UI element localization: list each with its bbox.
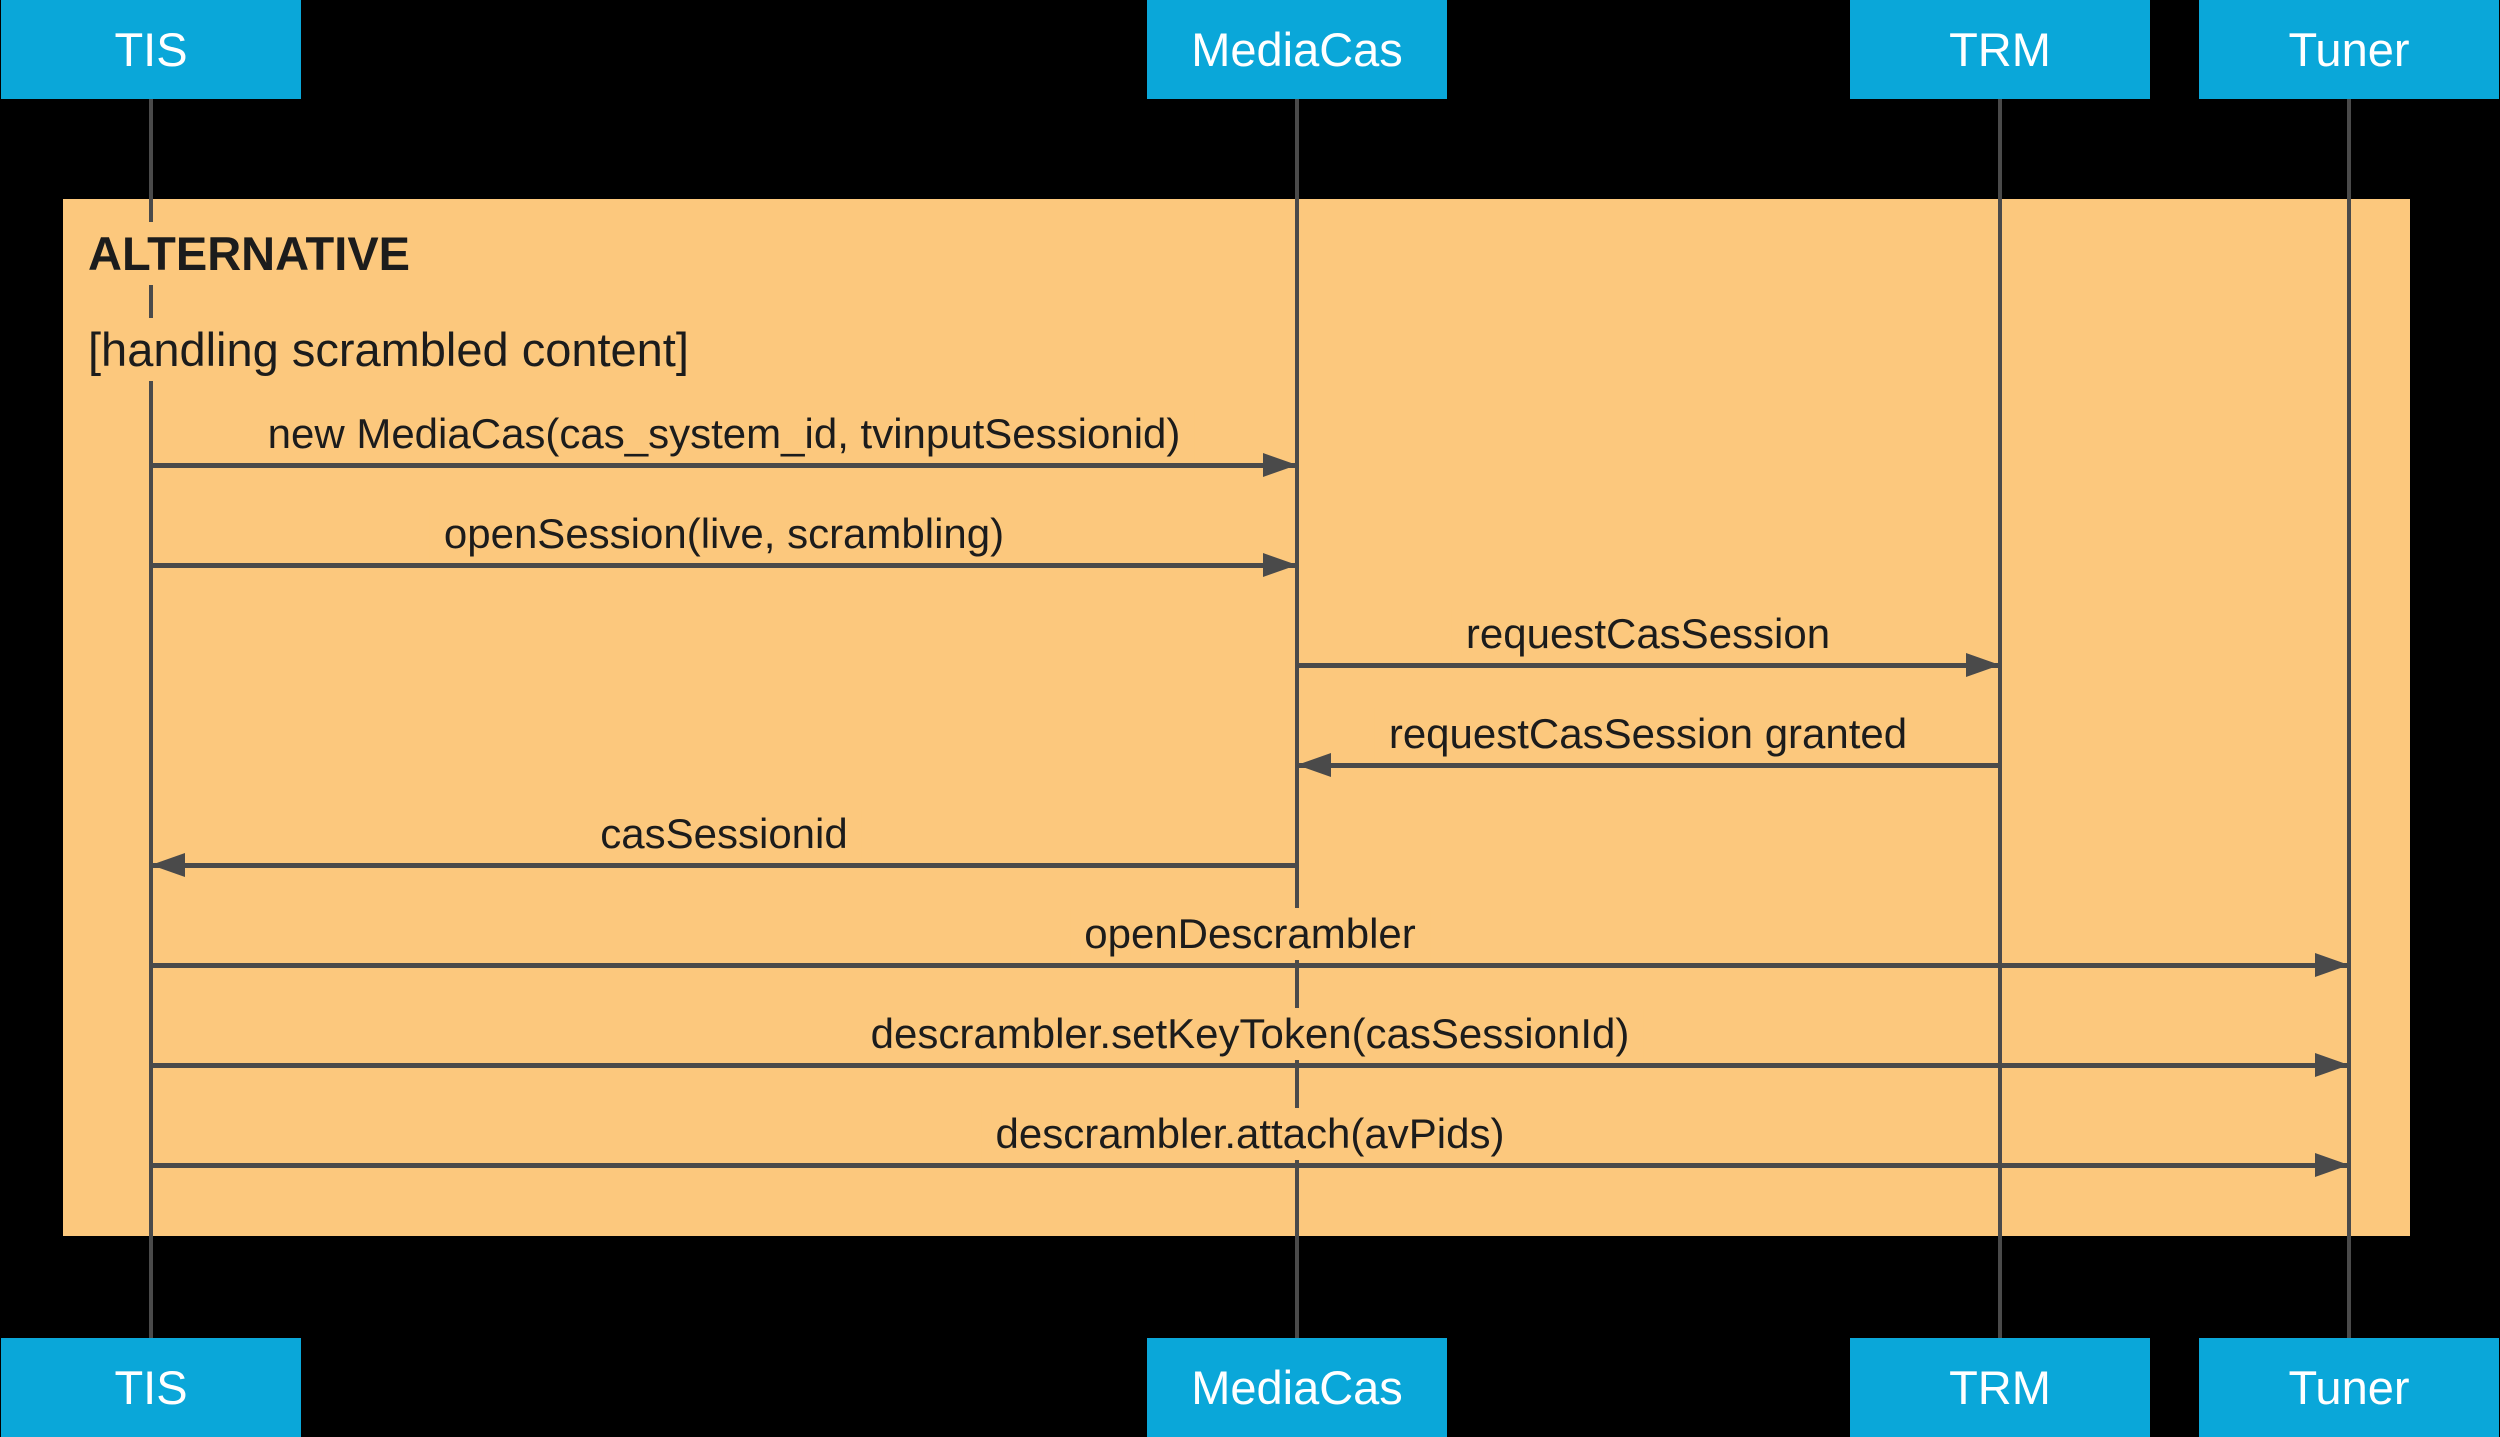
lifeline-tis: [149, 98, 153, 1338]
actor-label: MediaCas: [1191, 1361, 1403, 1414]
actor-box-trm-top: TRM: [1850, 0, 2150, 99]
actor-label: TRM: [1949, 23, 2051, 76]
actor-label: MediaCas: [1191, 23, 1403, 76]
alt-fragment-condition: [handling scrambled content]: [88, 318, 709, 381]
arrowhead-right-icon: [2315, 1053, 2349, 1077]
message-label: requestCasSession granted: [1374, 708, 1922, 760]
message-label: new MediaCas(cas_system_id, tvinputSessi…: [253, 408, 1195, 460]
message-label: requestCasSession: [1451, 608, 1845, 660]
alt-fragment-title: ALTERNATIVE: [88, 222, 431, 285]
message-arrow-line: [151, 1063, 2349, 1068]
arrowhead-right-icon: [2315, 1153, 2349, 1177]
message-label: descrambler.setKeyToken(casSessionId): [856, 1008, 1644, 1060]
message-arrow-line: [151, 563, 1297, 568]
arrowhead-left-icon: [1297, 753, 1331, 777]
lifeline-trm: [1998, 98, 2002, 1338]
message-label: casSessionid: [586, 808, 862, 860]
message-arrow-line: [1297, 763, 2000, 768]
arrowhead-left-icon: [151, 853, 185, 877]
actor-box-tuner-top: Tuner: [2199, 0, 2499, 99]
actor-box-trm-bottom: TRM: [1850, 1338, 2150, 1437]
message-arrow-line: [151, 463, 1297, 468]
arrowhead-right-icon: [1966, 653, 2000, 677]
lifeline-tuner: [2347, 98, 2351, 1338]
message-arrow-line: [151, 863, 1297, 868]
arrowhead-right-icon: [1263, 553, 1297, 577]
message-label: openDescrambler: [1070, 908, 1430, 960]
message-label: openSession(live, scrambling): [429, 508, 1019, 560]
actor-box-mediacas-bottom: MediaCas: [1147, 1338, 1447, 1437]
actor-box-tis-top: TIS: [1, 0, 301, 99]
lifeline-mediacas: [1295, 98, 1299, 1338]
arrowhead-right-icon: [2315, 953, 2349, 977]
actor-label: TRM: [1949, 1361, 2051, 1414]
actor-label: Tuner: [2288, 1361, 2410, 1414]
actor-label: TIS: [114, 23, 188, 76]
message-arrow-line: [151, 1163, 2349, 1168]
actor-label: Tuner: [2288, 23, 2410, 76]
arrowhead-right-icon: [1263, 453, 1297, 477]
actor-label: TIS: [114, 1361, 188, 1414]
message-arrow-line: [151, 963, 2349, 968]
message-label: descrambler.attach(avPids): [981, 1108, 1519, 1160]
actor-box-mediacas-top: MediaCas: [1147, 0, 1447, 99]
actor-box-tuner-bottom: Tuner: [2199, 1338, 2499, 1437]
actor-box-tis-bottom: TIS: [1, 1338, 301, 1437]
message-arrow-line: [1297, 663, 2000, 668]
